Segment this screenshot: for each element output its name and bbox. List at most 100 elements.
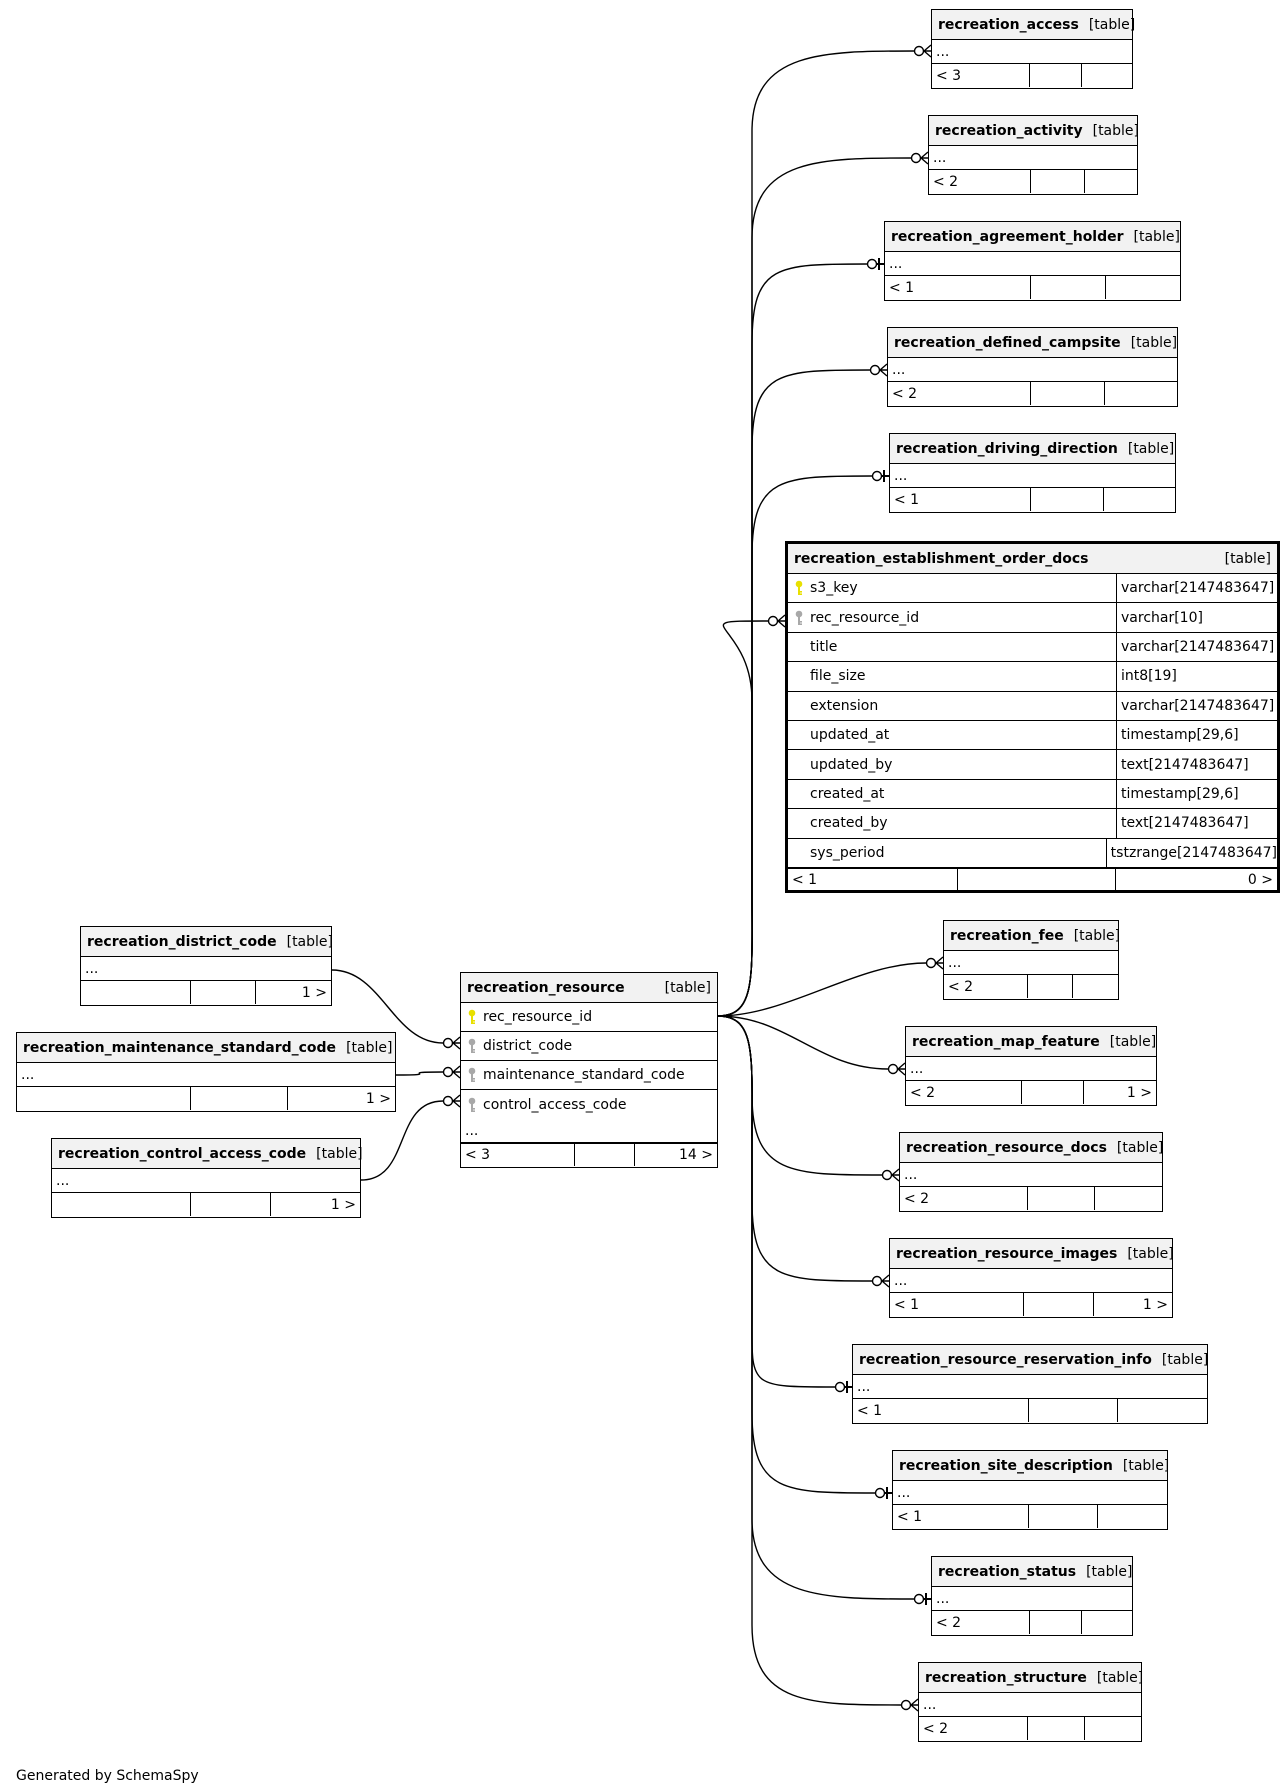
table-recreation-control-access-code[interactable]: recreation_control_access_code[table] ..… bbox=[51, 1138, 363, 1218]
parents-count: < 2 bbox=[906, 1081, 1022, 1104]
more-columns: ... bbox=[892, 361, 906, 378]
table-tag: [table] bbox=[1130, 334, 1178, 351]
more-columns: ... bbox=[923, 1696, 937, 1713]
reservation-info-end-marker bbox=[834, 1381, 852, 1393]
column-row: maintenance_standard_code bbox=[461, 1061, 717, 1090]
table-name: recreation_district_code bbox=[87, 933, 277, 950]
parents-count bbox=[81, 981, 191, 1004]
column-count-cell bbox=[1031, 488, 1104, 511]
parents-count: < 2 bbox=[944, 975, 1028, 998]
column-count-cell bbox=[1024, 1293, 1094, 1316]
table-name: recreation_agreement_holder bbox=[891, 228, 1124, 245]
table-name: recreation_resource_images bbox=[896, 1245, 1118, 1262]
children-count bbox=[1118, 1399, 1207, 1422]
table-recreation-district-code[interactable]: recreation_district_code[table] ... 1 > bbox=[80, 926, 333, 1006]
more-columns: ... bbox=[904, 1166, 918, 1183]
column-count-cell bbox=[575, 1144, 635, 1166]
table-tag: [table] bbox=[1122, 1457, 1170, 1474]
table-name: recreation_structure bbox=[925, 1669, 1087, 1686]
more-columns: ... bbox=[85, 960, 99, 977]
parents-count bbox=[17, 1087, 191, 1110]
table-recreation-fee[interactable]: recreation_fee [table] ... < 2 bbox=[943, 920, 1121, 1000]
column-count-cell bbox=[191, 1087, 288, 1110]
status-end-marker bbox=[913, 1593, 931, 1605]
table-name: recreation_maintenance_standard_code bbox=[23, 1039, 337, 1056]
column-name: s3_key bbox=[810, 580, 858, 597]
table-recreation-status[interactable]: recreation_status[table] ... < 2 bbox=[931, 1556, 1133, 1636]
more-columns: ... bbox=[897, 1484, 911, 1501]
table-tag: [table] bbox=[1224, 550, 1271, 567]
children-count bbox=[1105, 382, 1177, 405]
children-count bbox=[1104, 488, 1175, 511]
column-name: title bbox=[810, 638, 838, 655]
table-recreation-maintenance-standard-code[interactable]: recreation_maintenance_standard_code[tab… bbox=[16, 1032, 396, 1112]
table-name: recreation_defined_campsite bbox=[894, 334, 1121, 351]
more-columns: ... bbox=[56, 1172, 70, 1189]
table-name: recreation_map_feature bbox=[912, 1033, 1100, 1050]
edge-control-access-code bbox=[360, 1100, 444, 1181]
column-name: updated_by bbox=[810, 756, 893, 773]
children-count bbox=[1085, 170, 1137, 193]
table-name: recreation_establishment_order_docs bbox=[794, 550, 1089, 567]
table-tag: [table] bbox=[1109, 1033, 1157, 1050]
column-count-cell bbox=[1030, 1611, 1082, 1634]
column-count-cell bbox=[1031, 382, 1105, 405]
table-name: recreation_fee bbox=[950, 927, 1064, 944]
table-tag: [table] bbox=[1073, 927, 1121, 944]
table-recreation-access[interactable]: recreation_access[table] ... < 3 bbox=[931, 9, 1135, 89]
more-columns: ... bbox=[910, 1060, 924, 1077]
more-columns: ... bbox=[936, 43, 950, 60]
table-name: recreation_resource bbox=[467, 979, 625, 996]
column-type: int8[19] bbox=[1116, 662, 1277, 691]
table-name: recreation_status bbox=[938, 1563, 1077, 1580]
primary-key-icon bbox=[461, 1009, 483, 1025]
generated-by-note: Generated by SchemaSpy bbox=[16, 1768, 199, 1784]
table-name: recreation_activity bbox=[935, 122, 1083, 139]
edge-structure bbox=[717, 1015, 902, 1706]
table-recreation-resource[interactable]: recreation_resource[table] rec_resource_… bbox=[460, 972, 718, 1168]
table-name: recreation_resource_reservation_info bbox=[859, 1351, 1152, 1368]
column-name: created_by bbox=[810, 815, 888, 832]
children-count: 1 > bbox=[1142, 1296, 1168, 1313]
children-count bbox=[1085, 1717, 1141, 1740]
column-count-cell bbox=[1029, 1399, 1118, 1422]
district-code-end-marker bbox=[442, 1036, 461, 1050]
edge-resource-images bbox=[717, 1015, 873, 1282]
resource-images-end-marker bbox=[871, 1274, 890, 1288]
table-recreation-structure[interactable]: recreation_structure[table] ... < 2 bbox=[918, 1662, 1143, 1742]
table-recreation-resource-reservation-info[interactable]: recreation_resource_reservation_info[tab… bbox=[852, 1344, 1208, 1424]
column-type: varchar[2147483647] bbox=[1116, 691, 1277, 720]
table-recreation-driving-direction[interactable]: recreation_driving_direction[table] ... … bbox=[889, 433, 1176, 513]
table-recreation-defined-campsite[interactable]: recreation_defined_campsite [table] ... <… bbox=[887, 327, 1178, 407]
column-name: maintenance_standard_code bbox=[483, 1067, 685, 1083]
edge-map-feature bbox=[717, 1015, 889, 1070]
primary-key-icon bbox=[788, 580, 810, 596]
column-row: district_code bbox=[461, 1032, 717, 1061]
table-recreation-resource-images[interactable]: recreation_resource_images[table] ... < … bbox=[889, 1238, 1174, 1318]
parents-count: < 2 bbox=[888, 382, 1031, 405]
column-type: text[2147483647] bbox=[1116, 750, 1277, 779]
column-count-cell bbox=[191, 1193, 271, 1216]
column-name: updated_at bbox=[810, 727, 890, 744]
table-recreation-resource-docs[interactable]: recreation_resource_docs[table] ... < 2 bbox=[899, 1132, 1163, 1212]
table-recreation-agreement-holder[interactable]: recreation_agreement_holder[table] ... <… bbox=[884, 221, 1181, 301]
parents-count: < 1 bbox=[890, 488, 1031, 511]
column-type: varchar[10] bbox=[1116, 603, 1277, 632]
more-columns: ... bbox=[889, 255, 903, 272]
table-recreation-establishment-order-docs[interactable]: recreation_establishment_order_docs [tabl… bbox=[785, 541, 1280, 893]
table-tag: [table] bbox=[316, 1145, 363, 1162]
table-recreation-activity[interactable]: recreation_activity[table] ... < 2 bbox=[928, 115, 1139, 195]
more-columns: ... bbox=[948, 954, 962, 971]
parents-count: < 2 bbox=[932, 1611, 1030, 1634]
site-description-end-marker bbox=[874, 1487, 892, 1499]
foreign-key-icon bbox=[461, 1038, 483, 1054]
table-recreation-site-description[interactable]: recreation_site_description[table] ... <… bbox=[892, 1450, 1170, 1530]
children-count bbox=[1082, 1611, 1132, 1634]
column-row: control_access_code bbox=[461, 1090, 717, 1119]
column-count-cell bbox=[1031, 276, 1106, 299]
table-name: recreation_site_description bbox=[899, 1457, 1113, 1474]
